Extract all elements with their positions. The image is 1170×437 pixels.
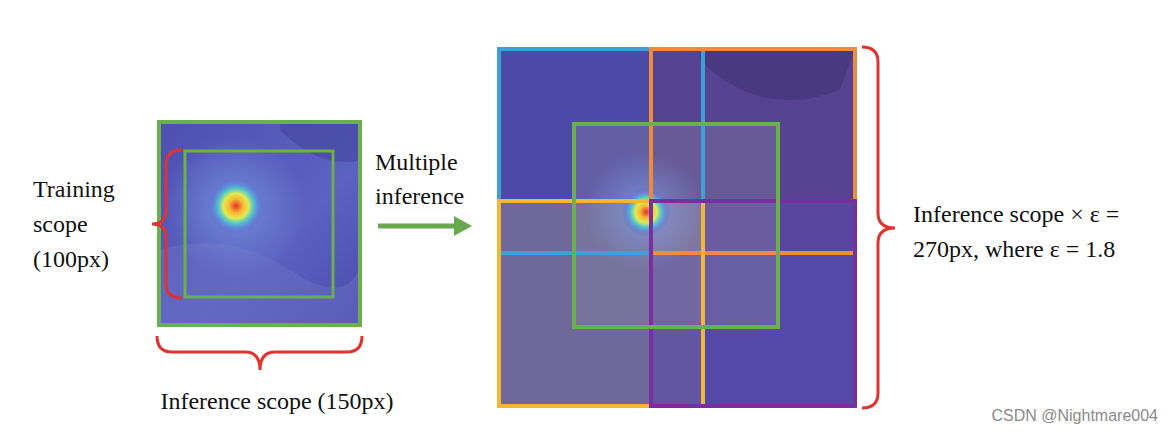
inference-frame (159, 122, 360, 325)
large-heatmap (497, 47, 857, 408)
arrow-head (454, 216, 472, 236)
window-frame (499, 49, 703, 253)
window-frame (651, 201, 855, 406)
small-heatmap (157, 120, 362, 327)
heatmap-texture (700, 49, 855, 100)
heatmap-ground (497, 47, 857, 408)
flow-arrow (378, 224, 456, 229)
scope-label: Inference scope × ε = 270px, where ε = 1… (913, 197, 1138, 267)
window-frame (651, 49, 855, 253)
heat-spot (622, 188, 670, 236)
training-frame (185, 151, 333, 297)
heat-spot (208, 178, 264, 234)
scope-label: Inference scope (150px) (112, 384, 442, 419)
curly-brace (862, 47, 895, 408)
arrow-label: Multiple inference (375, 145, 487, 213)
curly-brace (157, 336, 362, 370)
heatmap-ground (157, 120, 362, 327)
watermark: CSDN @Nightmare004 (991, 406, 1158, 426)
curly-brace (152, 150, 182, 298)
scope-label: Training scope (100px) (33, 172, 143, 277)
center-frame (574, 124, 778, 327)
heatmap-tint (575, 125, 777, 326)
window-frame (499, 201, 703, 406)
heatmap-texture (280, 120, 362, 162)
